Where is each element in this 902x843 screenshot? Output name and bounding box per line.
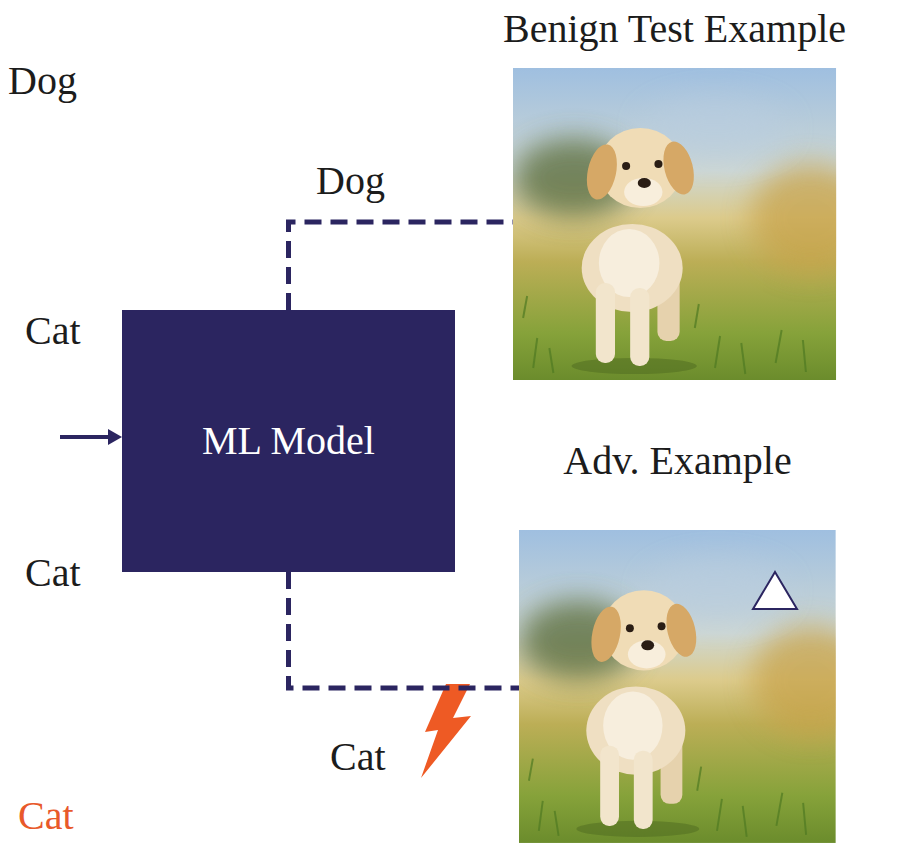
class-label: Dog xyxy=(8,58,77,104)
class-label: Cat xyxy=(25,308,81,354)
image-panel: Adv. Example xyxy=(519,530,836,843)
prediction-label: Dog xyxy=(316,158,385,204)
dashed-connector xyxy=(289,222,514,310)
model-box: ML Model xyxy=(122,310,455,572)
panel-title: Adv. Example xyxy=(563,438,791,484)
input-arrowhead xyxy=(108,429,122,445)
image-panel: Benign Test Example xyxy=(513,68,836,380)
panel-title: Benign Test Example xyxy=(503,6,846,52)
class-label: Cat xyxy=(25,550,81,596)
input-arrow xyxy=(60,435,110,439)
attack-lightning xyxy=(421,684,471,778)
adversarial-target-label: Cat xyxy=(18,793,74,839)
model-name: ML Model xyxy=(202,418,375,464)
puppy-photo xyxy=(513,68,872,380)
dashed-connector xyxy=(289,572,520,688)
puppy-photo xyxy=(519,530,870,843)
perturbation-triangle xyxy=(753,572,797,609)
prediction-label: Cat xyxy=(330,734,386,780)
